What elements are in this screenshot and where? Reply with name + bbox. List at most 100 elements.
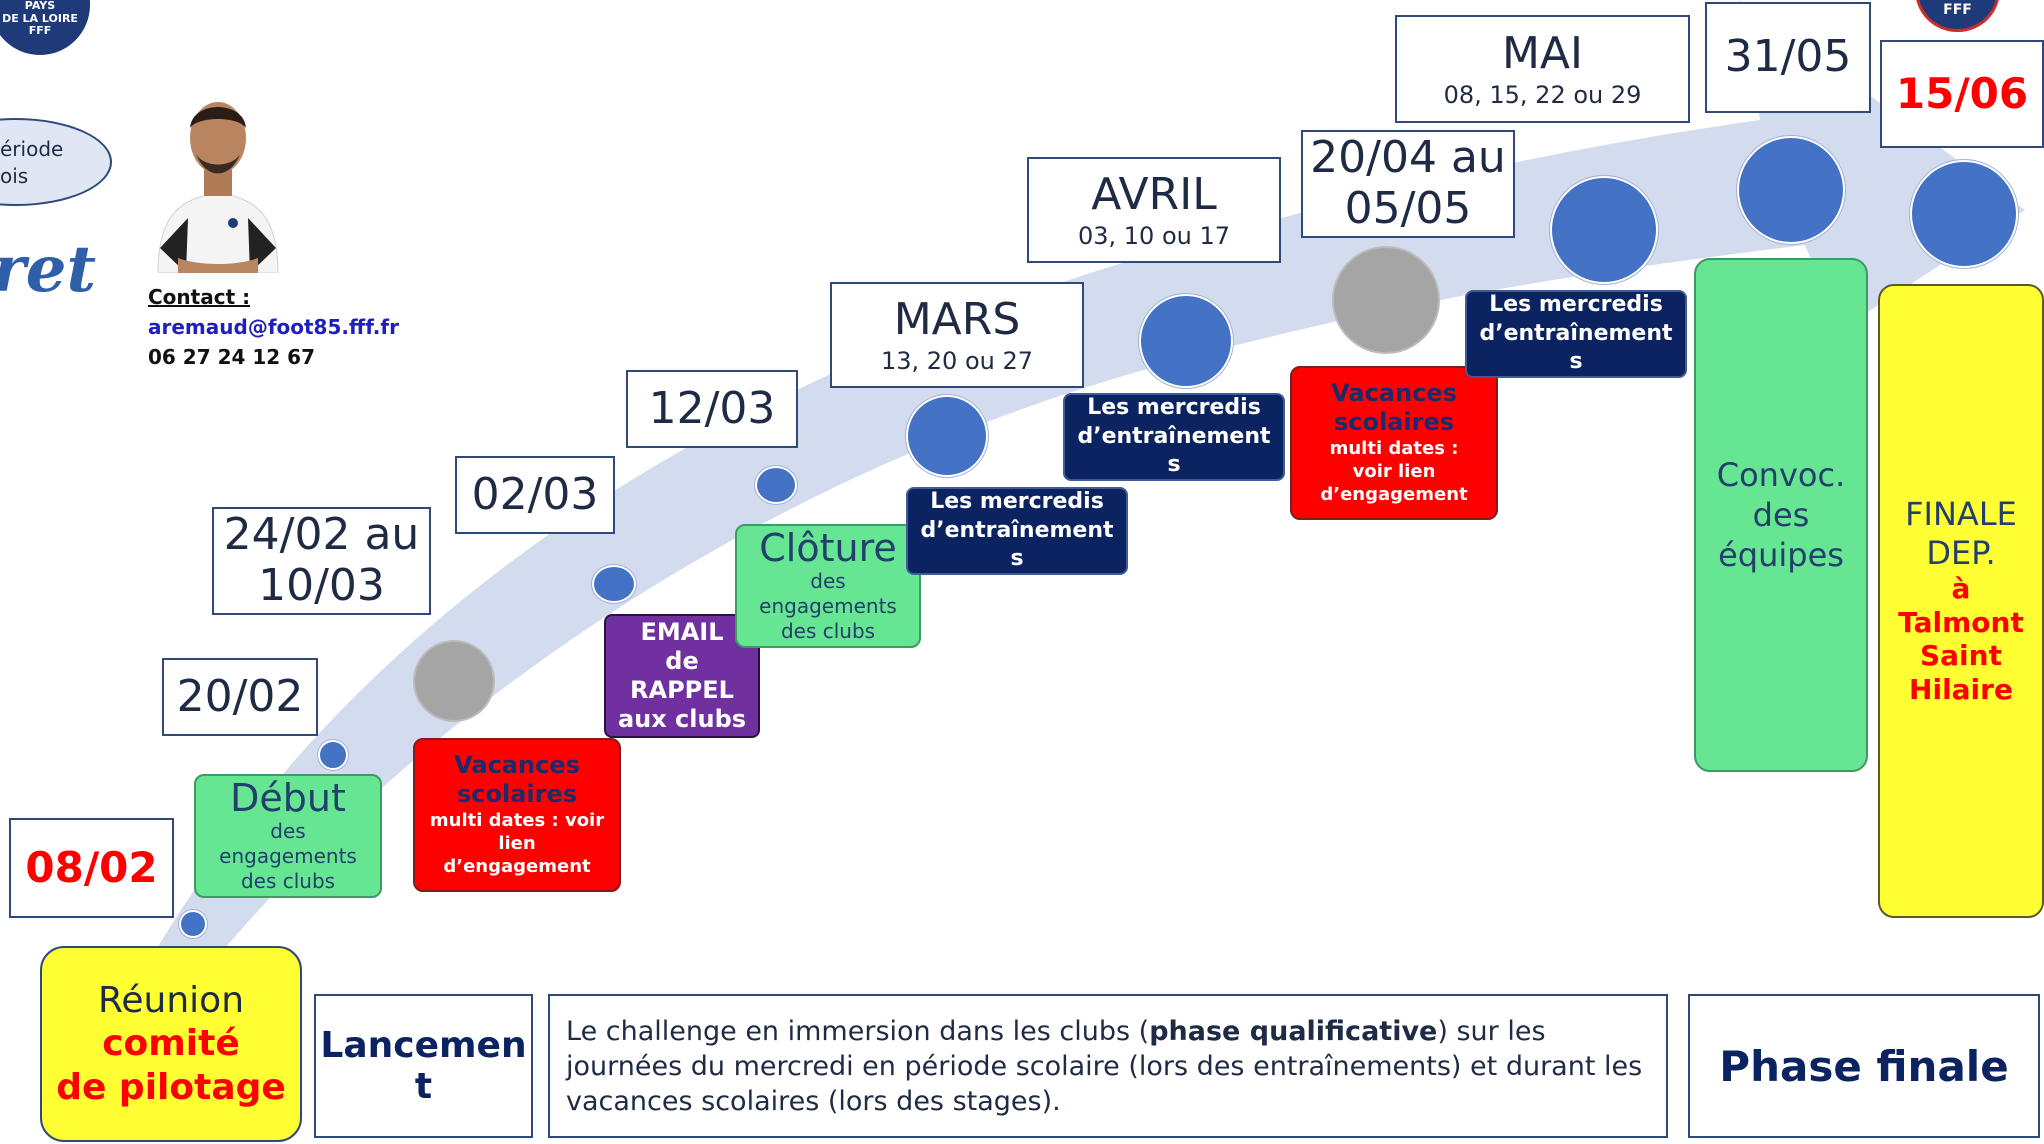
finale-place: Hilaire — [1909, 672, 2013, 706]
challenge-text: Le challenge en immersion dans les clubs… — [566, 1016, 1150, 1047]
date-text: 12/03 — [648, 382, 776, 434]
step-sub: engagements — [219, 844, 357, 869]
date-mars: MARS 13, 20 ou 27 — [830, 282, 1084, 388]
contact-phone: 06 27 24 12 67 — [148, 345, 316, 369]
date-2002: 20/02 — [162, 658, 318, 736]
date-2402-1003: 24/02 au 10/03 — [212, 507, 431, 615]
contact-email[interactable]: aremaud@foot85.fff.fr — [148, 315, 399, 339]
step-mercredis-3: Les mercredis d’entraînement s — [1465, 290, 1687, 378]
step-mercredis-1: Les mercredis d’entraînement s — [906, 487, 1128, 575]
lancement-text: t — [414, 1066, 433, 1107]
step-sub: des — [810, 569, 846, 594]
brand-logo-fragment: ret — [0, 232, 96, 307]
date-days: 03, 10 ou 17 — [1077, 221, 1231, 250]
date-2004-0505: 20/04 au 05/05 — [1301, 130, 1515, 238]
step-title: de — [665, 647, 699, 676]
step-title: Convoc. — [1716, 456, 1846, 494]
challenge-bold: phase qualificative — [1149, 1016, 1438, 1047]
date-3105: 31/05 — [1705, 2, 1871, 113]
league-logo-line: FFF — [28, 24, 52, 38]
date-text: 05/05 — [1344, 183, 1472, 234]
date-text: MAI — [1501, 27, 1584, 79]
step-vacances-2: Vacances scolaires multi dates : voir li… — [1290, 366, 1498, 520]
lancement-text: Lancemen — [320, 1024, 527, 1066]
date-mai: MAI 08, 15, 22 ou 29 — [1395, 15, 1690, 123]
reunion-text: de pilotage — [56, 1066, 286, 1108]
step-sub: des clubs — [240, 869, 336, 894]
timeline-dot — [1550, 176, 1658, 284]
step-sub: d’engagement — [1320, 484, 1468, 506]
fff-logo-text: FFF — [1943, 2, 1972, 18]
timeline-dot-gray — [1332, 246, 1440, 354]
step-sub: multi dates : voir — [429, 809, 605, 831]
finale-place: à — [1951, 572, 1971, 606]
challenge-text: ) sur les journées du mercredi en périod… — [566, 1016, 1643, 1118]
date-text: 20/04 au — [1310, 132, 1506, 184]
step-sub: des — [270, 819, 306, 844]
date-text: 15/06 — [1895, 68, 2029, 118]
step-text: s — [1167, 452, 1181, 478]
phase-finale-box: Phase finale — [1688, 994, 2040, 1138]
date-text: 20/02 — [176, 670, 304, 722]
timeline-dot — [179, 910, 207, 938]
step-title: Début — [230, 775, 346, 820]
step-title: EMAIL — [640, 618, 724, 647]
step-text: d’entraînement — [920, 517, 1114, 543]
step-text: s — [1010, 546, 1024, 572]
date-text: 10/03 — [258, 560, 385, 611]
finale-title: FINALE — [1905, 495, 2017, 534]
step-text: Les mercredis — [930, 489, 1104, 515]
step-sub: voir lien — [1352, 461, 1436, 483]
step-title: scolaires — [456, 779, 578, 808]
reunion-text: Réunion — [97, 980, 245, 1022]
timeline-dot — [1737, 136, 1845, 244]
reunion-text: comité — [102, 1023, 240, 1065]
date-text: 24/02 au — [223, 509, 420, 561]
date-text: 02/03 — [471, 468, 599, 520]
step-title: Clôture — [759, 525, 897, 570]
finale-place: Talmont — [1898, 605, 2024, 639]
step-email-rappel: EMAIL de RAPPEL aux clubs — [604, 614, 760, 738]
step-title: Vacances — [454, 751, 580, 780]
step-cloture: Clôture des engagements des clubs — [735, 524, 921, 648]
date-0203: 02/03 — [455, 456, 615, 534]
step-finale: FINALE DEP. à Talmont Saint Hilaire — [1878, 284, 2044, 918]
step-text: Les mercredis — [1489, 292, 1663, 318]
date-1203: 12/03 — [626, 370, 798, 448]
timeline-dot — [318, 740, 348, 770]
timeline-dot — [1139, 294, 1233, 388]
step-debut: Début des engagements des clubs — [194, 774, 382, 898]
step-title: aux clubs — [617, 704, 747, 733]
timeline-dot — [906, 395, 988, 477]
step-title: des — [1752, 496, 1810, 534]
date-avril: AVRIL 03, 10 ou 17 — [1027, 157, 1281, 263]
challenge-box: Le challenge en immersion dans les clubs… — [548, 994, 1668, 1138]
contact-photo — [148, 88, 288, 273]
step-sub: des clubs — [780, 619, 876, 644]
step-title: RAPPEL — [630, 676, 734, 704]
step-sub: engagements — [759, 594, 897, 619]
step-sub: d’engagement — [443, 856, 591, 878]
date-days: 08, 15, 22 ou 29 — [1443, 80, 1642, 109]
timeline-dot — [755, 466, 797, 504]
timeline-dot — [1910, 160, 2018, 268]
lancement-box: Lancemen t — [314, 994, 533, 1138]
phase-finale-text: Phase finale — [1719, 1041, 2009, 1091]
date-text: 08/02 — [25, 842, 158, 892]
step-title: équipes — [1718, 536, 1844, 574]
step-sub: lien — [498, 833, 536, 855]
bubble-text: ois — [0, 164, 29, 188]
date-0802: 08/02 — [9, 818, 174, 918]
league-logo-line: PAYS — [24, 0, 56, 12]
finale-title: DEP. — [1926, 533, 1996, 572]
reunion-box: Réunion comité de pilotage — [40, 946, 302, 1142]
step-vacances-1: Vacances scolaires multi dates : voir li… — [413, 738, 621, 892]
step-mercredis-2: Les mercredis d’entraînement s — [1063, 393, 1285, 481]
step-text: Les mercredis — [1087, 395, 1261, 421]
date-days: 13, 20 ou 27 — [880, 346, 1034, 375]
date-text: AVRIL — [1091, 168, 1217, 220]
timeline-dot — [592, 565, 636, 603]
contact-block: Contact : aremaud@foot85.fff.fr 06 27 24… — [148, 282, 399, 372]
step-text: d’entraînement — [1479, 320, 1673, 346]
date-text: MARS — [893, 293, 1021, 345]
